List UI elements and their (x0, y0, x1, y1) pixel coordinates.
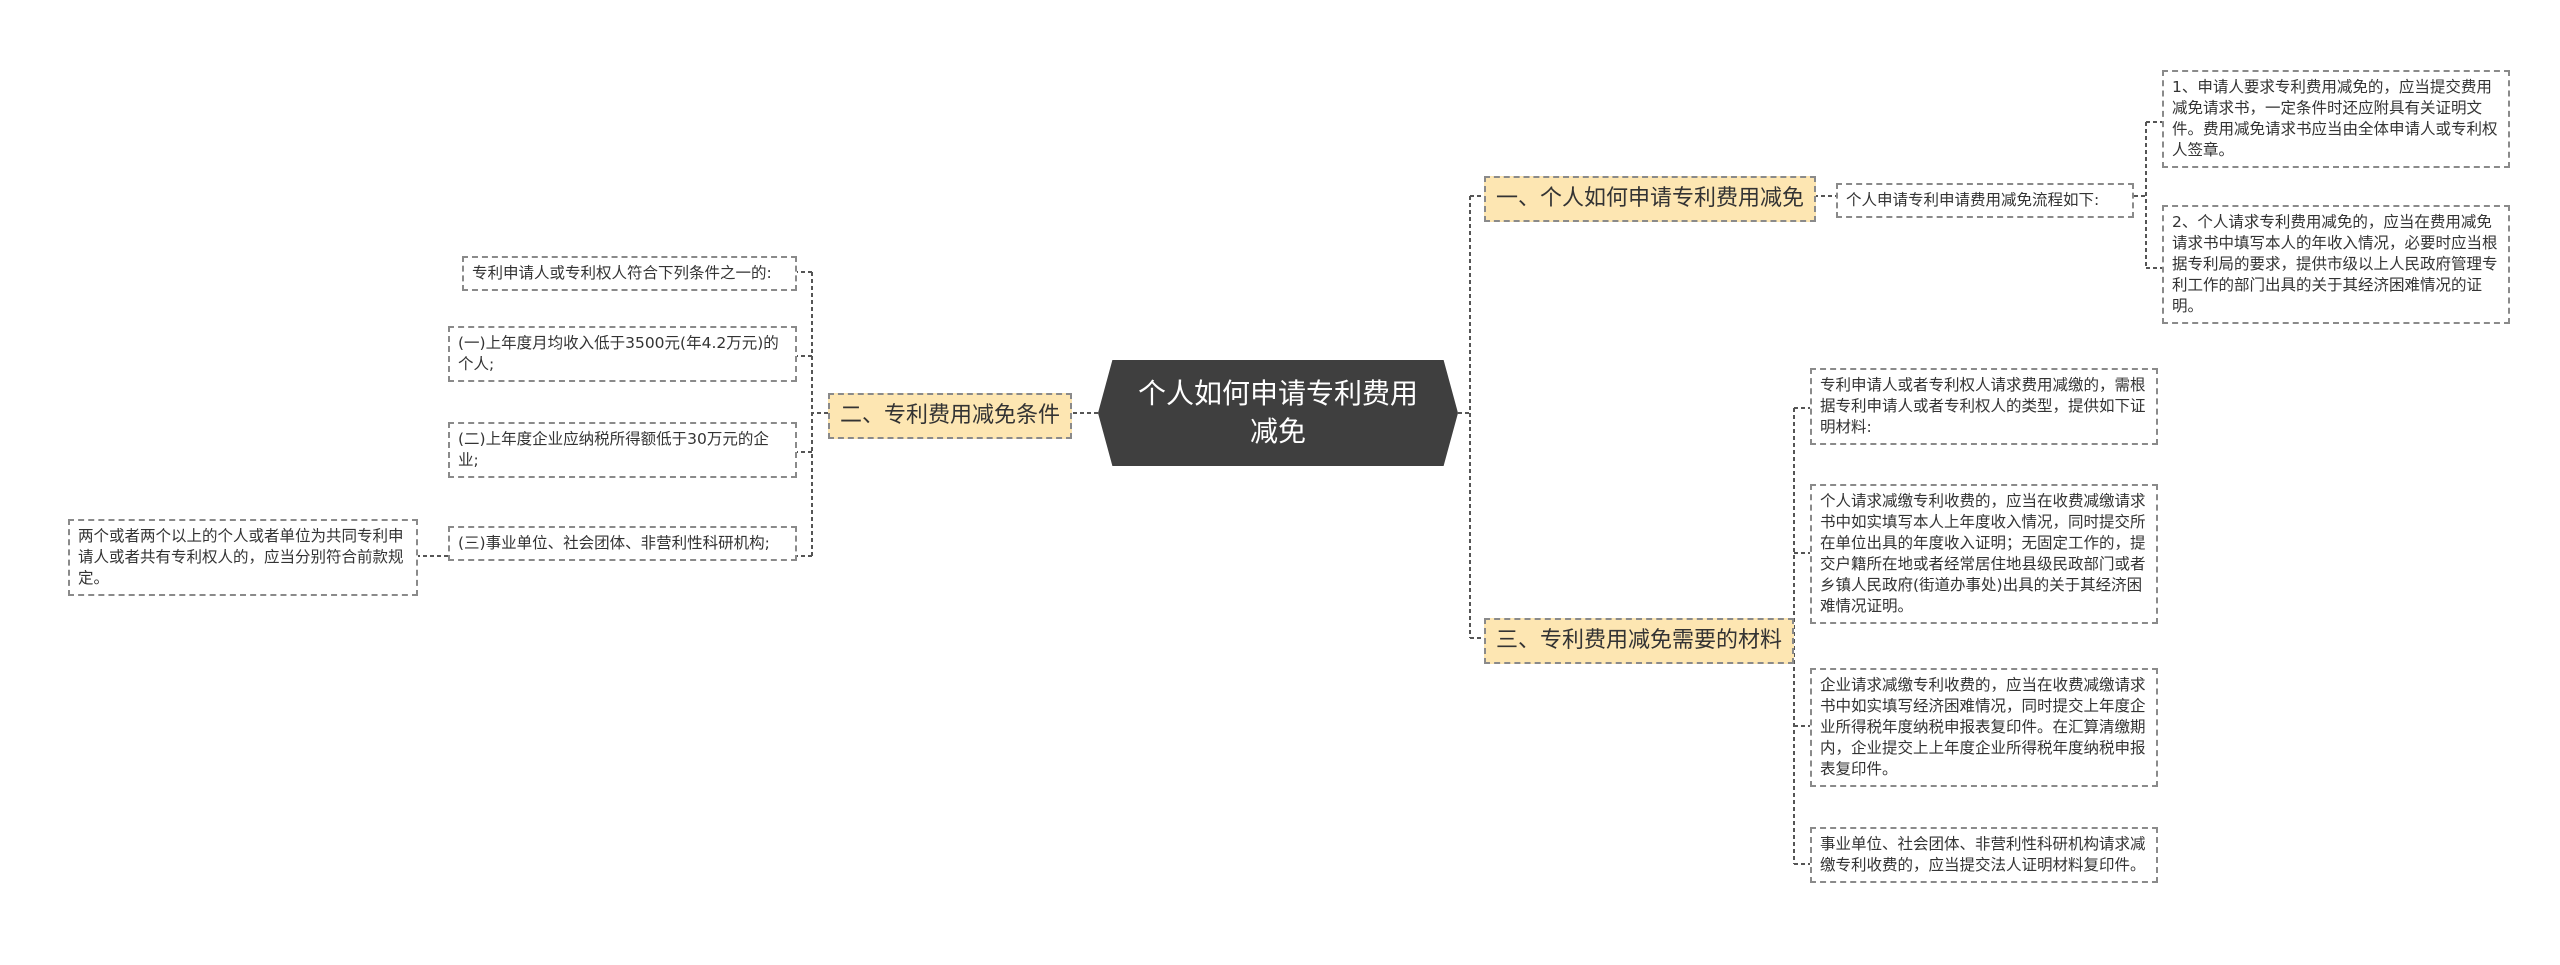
root-title: 个人如何申请专利费用减免 (1137, 377, 1418, 448)
b3-material-1-node[interactable]: 专利申请人或者专利权人请求费用减缴的，需根据专利申请人或者专利权人的类型，提供如… (1810, 368, 2158, 445)
b1-step-1-text: 1、申请人要求专利费用减免的，应当提交费用减免请求书，一定条件时还应附具有关证明… (2172, 78, 2498, 159)
b2-condition-2-node[interactable]: (二)上年度企业应纳税所得额低于30万元的企业; (448, 422, 797, 478)
b2-condition-1-text: (一)上年度月均收入低于3500元(年4.2万元)的个人; (458, 334, 779, 373)
b3-material-4-node[interactable]: 事业单位、社会团体、非营利性科研机构请求减缴专利收费的，应当提交法人证明材料复印… (1810, 827, 2158, 883)
b2-intro-text: 专利申请人或专利权人符合下列条件之一的: (472, 264, 772, 282)
b2-intro-node[interactable]: 专利申请人或专利权人符合下列条件之一的: (462, 256, 797, 291)
b3-material-2-node[interactable]: 个人请求减缴专利收费的，应当在收费减缴请求书中如实填写本人上年度收入情况，同时提… (1810, 484, 2158, 624)
b2-note-node[interactable]: 两个或者两个以上的个人或者单位为共同专利申请人或者共有专利权人的，应当分别符合前… (68, 519, 418, 596)
b2-condition-3-text: (三)事业单位、社会团体、非营利性科研机构; (458, 534, 770, 552)
b3-material-1-text: 专利申请人或者专利权人请求费用减缴的，需根据专利申请人或者专利权人的类型，提供如… (1820, 376, 2146, 436)
b2-note-text: 两个或者两个以上的个人或者单位为共同专利申请人或者共有专利权人的，应当分别符合前… (78, 527, 404, 587)
b2-condition-2-text: (二)上年度企业应纳税所得额低于30万元的企业; (458, 430, 769, 469)
root-topic[interactable]: 个人如何申请专利费用减免 (1098, 360, 1458, 466)
branch-1-topic[interactable]: 一、个人如何申请专利费用减免 (1484, 176, 1817, 222)
b3-material-3-node[interactable]: 企业请求减缴专利收费的，应当在收费减缴请求书中如实填写经济困难情况，同时提交上年… (1810, 668, 2158, 787)
b1-step-1-node[interactable]: 1、申请人要求专利费用减免的，应当提交费用减免请求书，一定条件时还应附具有关证明… (2162, 70, 2510, 168)
b1-step-2-text: 2、个人请求专利费用减免的，应当在费用减免请求书中填写本人的年收入情况，必要时应… (2172, 213, 2498, 315)
b1-intro-text: 个人申请专利申请费用减免流程如下: (1846, 191, 2100, 209)
branch-2-label: 二、专利费用减免条件 (840, 403, 1061, 428)
branch-3-label: 三、专利费用减免需要的材料 (1496, 628, 1783, 653)
branch-2-topic[interactable]: 二、专利费用减免条件 (828, 393, 1073, 439)
b1-step-2-node[interactable]: 2、个人请求专利费用减免的，应当在费用减免请求书中填写本人的年收入情况，必要时应… (2162, 205, 2510, 324)
b2-condition-1-node[interactable]: (一)上年度月均收入低于3500元(年4.2万元)的个人; (448, 326, 797, 382)
b3-material-2-text: 个人请求减缴专利收费的，应当在收费减缴请求书中如实填写本人上年度收入情况，同时提… (1820, 492, 2146, 615)
b1-intro-node[interactable]: 个人申请专利申请费用减免流程如下: (1836, 183, 2134, 218)
b3-material-4-text: 事业单位、社会团体、非营利性科研机构请求减缴专利收费的，应当提交法人证明材料复印… (1820, 835, 2146, 874)
b3-material-3-text: 企业请求减缴专利收费的，应当在收费减缴请求书中如实填写经济困难情况，同时提交上年… (1820, 676, 2146, 778)
branch-1-label: 一、个人如何申请专利费用减免 (1496, 186, 1805, 211)
b2-condition-3-node[interactable]: (三)事业单位、社会团体、非营利性科研机构; (448, 526, 797, 561)
branch-3-topic[interactable]: 三、专利费用减免需要的材料 (1484, 618, 1795, 664)
